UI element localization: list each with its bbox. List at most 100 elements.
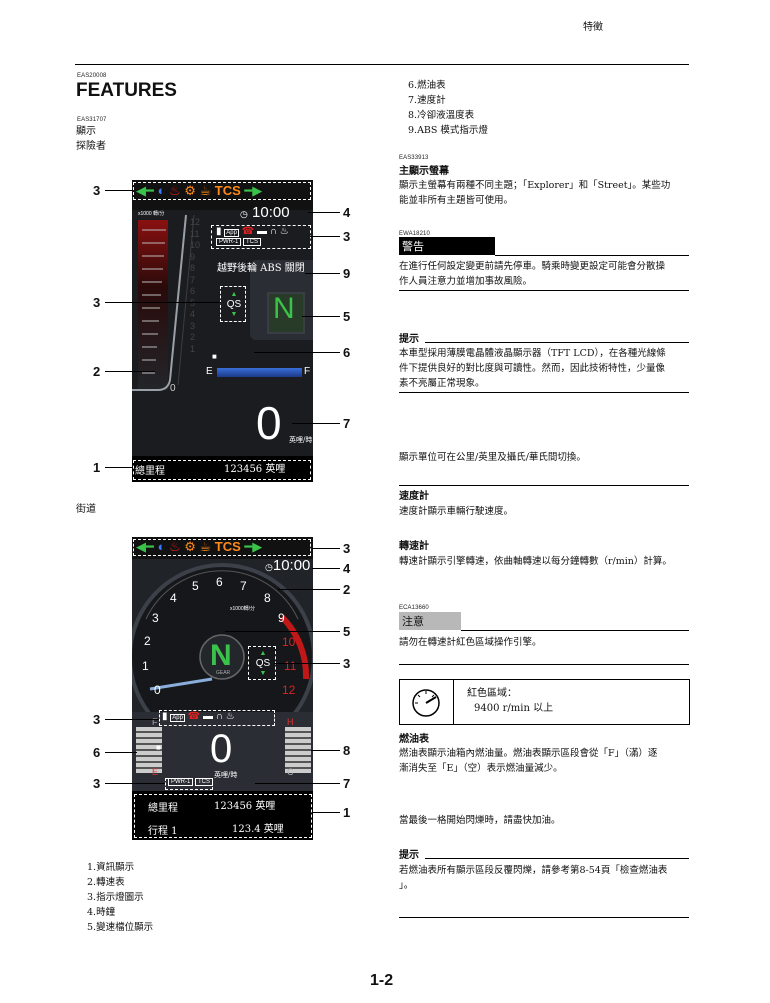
grip-heater-icon: ♨: [225, 711, 235, 722]
callout-d1-2: 2: [93, 364, 101, 379]
callout-d1-1: 1: [93, 460, 101, 475]
callout-d2-6: 6: [93, 745, 101, 760]
main-screen-title: 主顯示螢幕: [399, 166, 449, 177]
callout-d2-2: 2: [343, 582, 351, 597]
phone-icon: ☎: [241, 226, 255, 237]
tcs-mode-indicator: TCS: [195, 778, 214, 786]
clock-icon: ◷: [265, 562, 273, 572]
explorer-indicator-icons: ◀━ ◐ ♨ ⚙ ☕ TCS ━▶: [136, 183, 262, 199]
street-gear-position: N: [210, 639, 232, 672]
red-zone-label: 紅色區域：: [467, 688, 517, 699]
oil-pressure-icon: ☕: [199, 539, 212, 554]
high-beam-icon: ◐: [157, 539, 166, 554]
warning-text: 在進行任何設定變更前請先停車。騎乘時變更設定可能會分散操作人員注意力並增加事故風…: [399, 261, 666, 287]
app-icon: App: [224, 229, 239, 237]
message-icon: ▬: [203, 711, 214, 722]
tip2-text: 若燃油表所有顯示區段反覆閃爍，請參考第8-54頁「檢查燃油表」。: [399, 865, 668, 891]
battery-icon: ▮: [162, 711, 168, 722]
notice-code: ECA13660: [399, 605, 429, 611]
street-info-panel: 總里程 123456 英哩 行程 1 123.4 英哩: [132, 791, 313, 840]
street-heading: 街道: [76, 504, 96, 515]
grip-heater-icon: ♨: [279, 226, 289, 237]
unit-switch-text: 顯示單位可在公里/英里及攝氏/華氏間切換。: [399, 452, 586, 463]
street-rpm-label: x1000轉/分: [230, 606, 256, 612]
coolant-temp-icon: ♨: [168, 539, 181, 554]
street-clock: ◷10:00: [265, 557, 311, 574]
callout-d2-3a: 3: [343, 541, 351, 556]
coolant-temp-icon: ♨: [168, 183, 181, 198]
explorer-speed-unit: 英哩/時: [289, 436, 313, 444]
phone-icon: ☎: [187, 711, 201, 722]
clock-icon: ◷: [240, 209, 248, 219]
abs-mode-text: 越野後輪 ABS 關閉: [217, 263, 305, 274]
message-icon: ▬: [257, 226, 268, 237]
headset-icon: ∩: [215, 711, 223, 722]
page-title: FEATURES: [76, 80, 177, 101]
tcs-icon: TCS: [214, 539, 241, 554]
callout-d1-6: 6: [343, 345, 351, 360]
header-rule: [75, 64, 689, 65]
explorer-rpm-zero: 0: [170, 383, 176, 394]
explorer-gear-position: N: [273, 292, 295, 325]
callout-d1-3c: 3: [93, 295, 101, 310]
street-temp-bar: [285, 727, 311, 773]
tachometer-icon: [412, 689, 440, 717]
explorer-heading: 探險者: [76, 141, 106, 152]
tip2-label: 提示: [399, 850, 419, 861]
fuel-pump-icon: ■: [212, 352, 217, 361]
callout-d2-4: 4: [343, 561, 351, 576]
app-icon: App: [170, 714, 185, 722]
turn-left-icon: ◀━: [136, 183, 154, 198]
callout-d2-5: 5: [343, 624, 351, 639]
notice-banner: 注意: [399, 612, 461, 630]
explorer-status-icons: ▮ App ☎ ▬ ∩ ♨ PWR-1 TCS: [212, 226, 308, 248]
red-zone-value: 9400 r/min 以上: [474, 703, 554, 714]
fuel-meter-title: 燃油表: [399, 734, 429, 745]
callout-d2-3d: 3: [93, 776, 101, 791]
street-indicator-icons: ◀━ ◐ ♨ ⚙ ☕ TCS ━▶: [136, 539, 262, 555]
explorer-speed: 0: [256, 397, 282, 449]
display-code: EAS31707: [77, 117, 107, 123]
callout-d2-7: 7: [343, 776, 351, 791]
street-speed-unit: 英哩/時: [214, 771, 238, 779]
speedometer-text: 速度計顯示車輛行駛速度。: [399, 506, 514, 517]
explorer-fuel-bar: [217, 368, 302, 377]
street-mode-row: PWR-1 TCS: [168, 778, 214, 786]
pwr-mode-indicator: PWR-1: [216, 238, 242, 246]
callout-d1-7: 7: [343, 416, 351, 431]
warning-banner: 警告: [399, 237, 495, 255]
main-screen-text: 顯示主螢幕有兩種不同主題；「Explorer」和「Street」。某些功能並非所…: [399, 180, 671, 206]
fuel-warning-text: 當最後一格開始閃爍時，請盡快加油。: [399, 815, 561, 826]
section-code: EAS20008: [77, 73, 107, 79]
callout-d1-4: 4: [343, 205, 351, 220]
explorer-clock: ◷ 10:00: [240, 204, 290, 221]
callout-d2-8: 8: [343, 743, 351, 758]
callout-d2-3c: 3: [93, 712, 101, 727]
tcs-mode-indicator: TCS: [243, 238, 262, 246]
turn-right-icon: ━▶: [244, 539, 263, 554]
callout-d1-3b: 3: [343, 229, 351, 244]
callout-d2-1: 1: [343, 805, 351, 820]
pwr-mode-indicator: PWR-1: [168, 778, 194, 786]
explorer-qs-indicator: ▲QS▼: [226, 291, 242, 318]
tip-label: 提示: [399, 334, 419, 345]
speedometer-title: 速度計: [399, 491, 429, 502]
street-qs-indicator: ▲QS▼: [255, 650, 271, 677]
warning-code: EWA18210: [399, 231, 430, 237]
notice-text: 請勿在轉速計紅色區域操作引擎。: [399, 637, 542, 648]
street-temp-c: C: [287, 767, 294, 777]
callout-d1-9: 9: [343, 266, 351, 281]
engine-check-icon: ⚙: [184, 183, 196, 198]
main-screen-code: EAS33913: [399, 155, 429, 161]
turn-right-icon: ━▶: [244, 183, 263, 198]
legend-list: 1.資訊顯示 2.轉速表 3.指示燈圖示 4.時鐘 5.變速檔位顯示: [87, 862, 154, 933]
explorer-tacho-scale: [132, 214, 195, 391]
battery-icon: ▮: [216, 226, 222, 237]
street-fuel-e: E: [152, 767, 159, 777]
explorer-fuel-f: F: [304, 366, 311, 377]
street-fuel-bar: [136, 727, 162, 773]
street-status-icons: ▮ App ☎ ▬ ∩ ♨: [162, 711, 235, 722]
callout-d1-5: 5: [343, 309, 351, 324]
